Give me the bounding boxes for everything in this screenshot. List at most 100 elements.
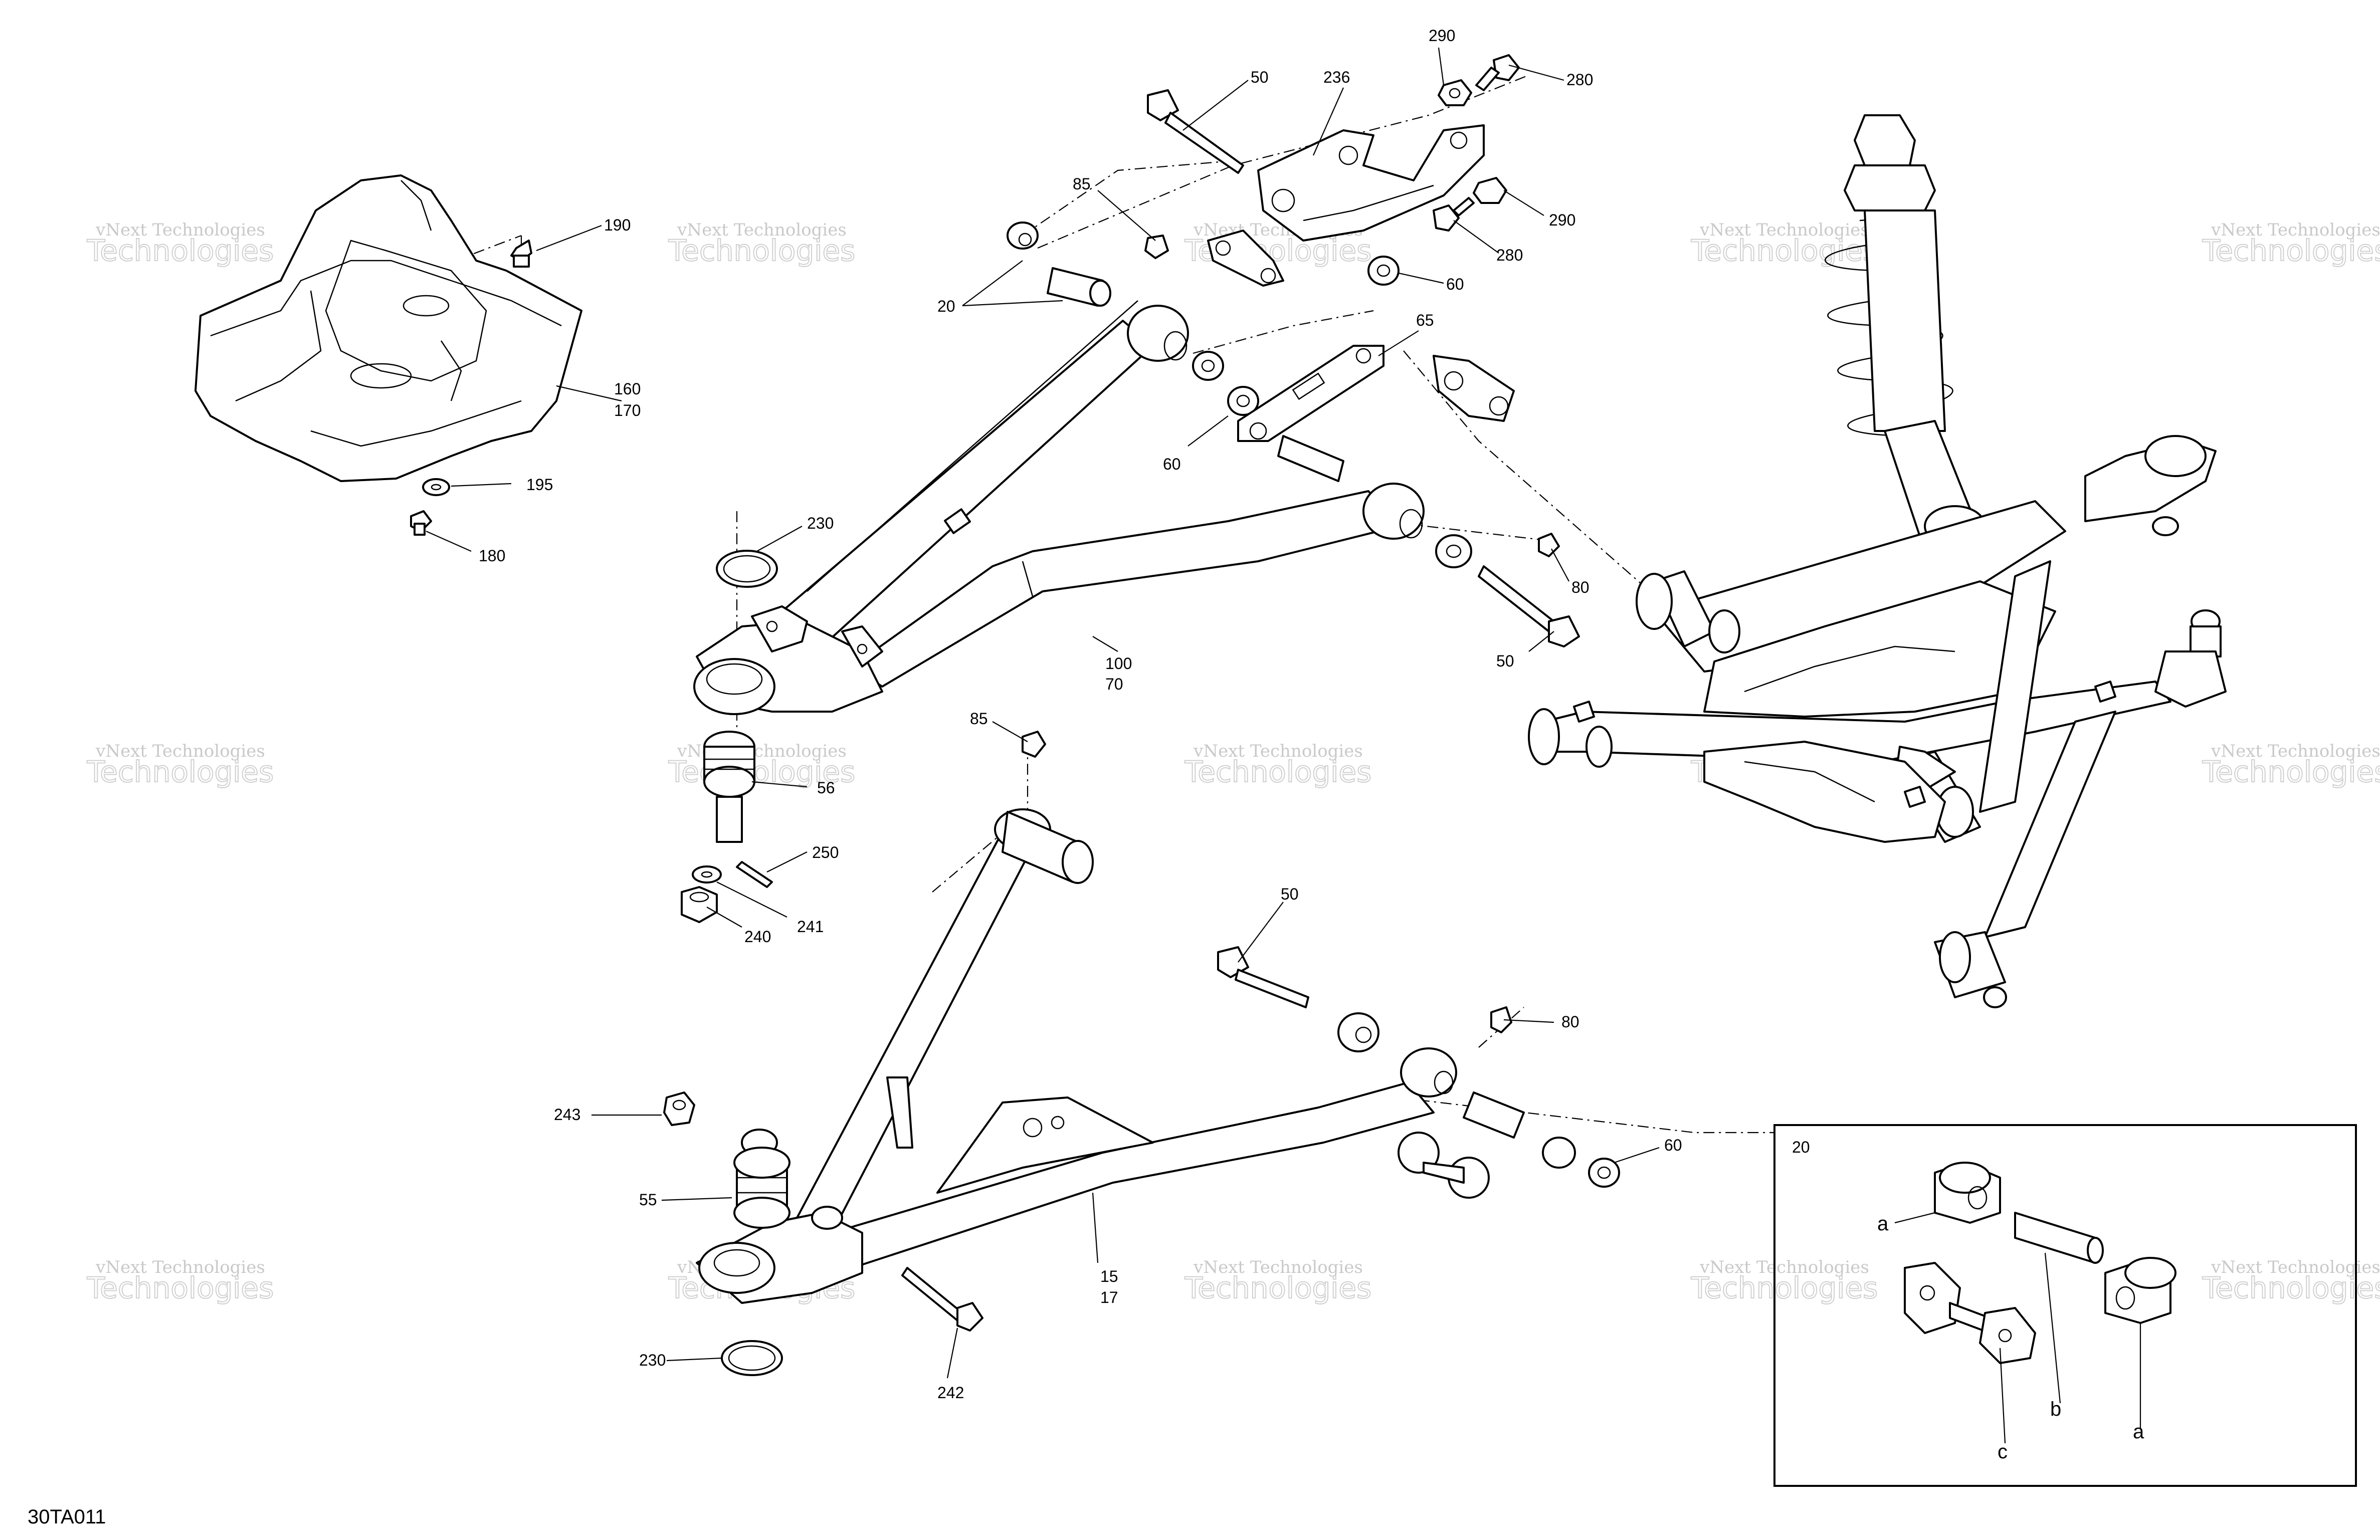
bushing-60-low-b xyxy=(1542,1137,1620,1188)
callout-230: 230 xyxy=(807,514,834,532)
inset-label-b: b xyxy=(2050,1398,2061,1420)
watermark-text: vNext Technologies xyxy=(2211,220,2380,240)
ball-joint-56 xyxy=(703,731,755,843)
skid-plate xyxy=(194,174,582,482)
callout-240: 240 xyxy=(744,928,771,946)
watermark: vNext Technologies Technologies xyxy=(2202,1257,2380,1305)
callout-190: 190 xyxy=(604,216,631,234)
watermark-text: vNext Technologies xyxy=(95,220,265,240)
watermark-text: vNext Technologies xyxy=(1699,220,1869,240)
watermark-text: vNext Technologies xyxy=(95,1257,265,1277)
watermark: vNext Technologies Technologies xyxy=(1184,741,1372,789)
grease-fitting-80-low xyxy=(1490,1006,1512,1033)
watermark: vNext Technologies Technologies xyxy=(2202,741,2380,789)
washer-65 xyxy=(1433,355,1515,422)
watermark: vNext Technologies Technologies xyxy=(1690,220,1879,268)
bushing-60-top xyxy=(1192,256,1400,381)
bolt-50-low xyxy=(1217,946,1309,1008)
inset-label-a: a xyxy=(1877,1213,1889,1235)
watermark: vNext Technologies Technologies xyxy=(2202,220,2380,268)
bushing-20 xyxy=(1007,222,1111,307)
callout-50: 50 xyxy=(1496,652,1514,670)
callout-85: 85 xyxy=(970,710,988,728)
callout-70: 70 xyxy=(1105,675,1123,693)
watermark-text: Technologies xyxy=(87,755,274,789)
callout-250: 250 xyxy=(812,843,839,861)
watermark-text: vNext Technologies xyxy=(1193,741,1363,761)
ball-joint-55 xyxy=(733,1129,790,1229)
callout-17: 17 xyxy=(1100,1288,1118,1306)
callout-60: 60 xyxy=(1163,455,1181,473)
nut-290-top xyxy=(1438,79,1472,106)
washer-195 xyxy=(422,478,450,496)
nut-240 xyxy=(681,886,718,923)
bushing-60-low-a xyxy=(1337,1012,1379,1052)
watermark-text: Technologies xyxy=(2202,234,2380,268)
bolt-50-mid xyxy=(1478,565,1580,647)
nut-243 xyxy=(663,1091,695,1126)
callout-195: 195 xyxy=(526,476,553,494)
screw-180 xyxy=(410,510,432,536)
callout-280: 280 xyxy=(1566,71,1593,89)
watermark-text: Technologies xyxy=(87,234,274,268)
bushing-60-rear xyxy=(1435,534,1472,568)
leader-lines xyxy=(426,47,2141,1444)
callout-50: 50 xyxy=(1251,68,1269,86)
callout-60: 60 xyxy=(1446,275,1464,293)
callout-15: 15 xyxy=(1100,1267,1118,1285)
callout-56: 56 xyxy=(817,779,835,797)
callout-170: 170 xyxy=(614,401,641,419)
watermark-text: vNext Technologies xyxy=(2211,1257,2380,1277)
plate-65 xyxy=(1237,345,1384,442)
bolt-280-right xyxy=(1433,197,1475,232)
snap-ring-230-top xyxy=(716,550,778,588)
watermark-text: vNext Technologies xyxy=(95,741,265,761)
watermark-text: vNext Technologies xyxy=(2211,741,2380,761)
inset-label-a: a xyxy=(2133,1421,2144,1443)
bolt-242 xyxy=(901,1267,983,1332)
callout-65: 65 xyxy=(1416,311,1434,329)
spacer-65 xyxy=(1277,435,1344,482)
callout-241: 241 xyxy=(797,918,824,936)
lower-a-arm xyxy=(696,808,1457,1304)
callout-100: 100 xyxy=(1105,654,1132,673)
callout-230: 230 xyxy=(639,1351,666,1369)
inset-box-20: 20 xyxy=(1773,1124,2357,1487)
watermark: vNext Technologies Technologies xyxy=(1184,1257,1372,1305)
grease-fitting-85-mid xyxy=(1022,731,1046,758)
watermark-text: Technologies xyxy=(668,755,856,789)
callout-180: 180 xyxy=(479,547,505,565)
grease-fitting-80-top xyxy=(1538,533,1560,557)
watermark-text: Technologies xyxy=(2202,1271,2380,1305)
inset-label-c: c xyxy=(1998,1441,2008,1463)
washer-241 xyxy=(692,865,722,884)
watermark: vNext Technologies Technologies xyxy=(86,220,275,268)
callout-50: 50 xyxy=(1281,885,1299,903)
callout-242: 242 xyxy=(937,1384,964,1402)
washer-low xyxy=(1398,1132,1490,1199)
callout-20: 20 xyxy=(937,297,955,315)
watermarks: vNext Technologies Technologies vNext Te… xyxy=(86,220,2380,1305)
screw-190 xyxy=(510,240,532,268)
bolt-280-top xyxy=(1475,54,1520,91)
bolt-50-top xyxy=(1147,89,1244,174)
diagram-code: 30TA011 xyxy=(28,1506,106,1528)
callout-236: 236 xyxy=(1323,68,1350,86)
callout-80: 80 xyxy=(1571,578,1590,596)
callout-243: 243 xyxy=(554,1106,580,1124)
watermark: vNext Technologies Technologies xyxy=(86,741,275,789)
callout-290: 290 xyxy=(1429,27,1455,45)
assembled-suspension xyxy=(1528,114,2227,1008)
cotter-pin-250 xyxy=(736,861,773,888)
spacer-low xyxy=(1463,1091,1525,1139)
callout-280: 280 xyxy=(1496,246,1523,264)
watermark-text: Technologies xyxy=(1691,1271,1878,1305)
watermark-text: Technologies xyxy=(1184,755,1372,789)
bushing-60-mid xyxy=(1227,386,1259,416)
callout-55: 55 xyxy=(639,1191,657,1209)
watermark-text: Technologies xyxy=(2202,755,2380,789)
grease-fitting-85-top xyxy=(1144,235,1169,259)
inset-title: 20 xyxy=(1792,1138,1810,1156)
callout-290: 290 xyxy=(1549,211,1575,229)
